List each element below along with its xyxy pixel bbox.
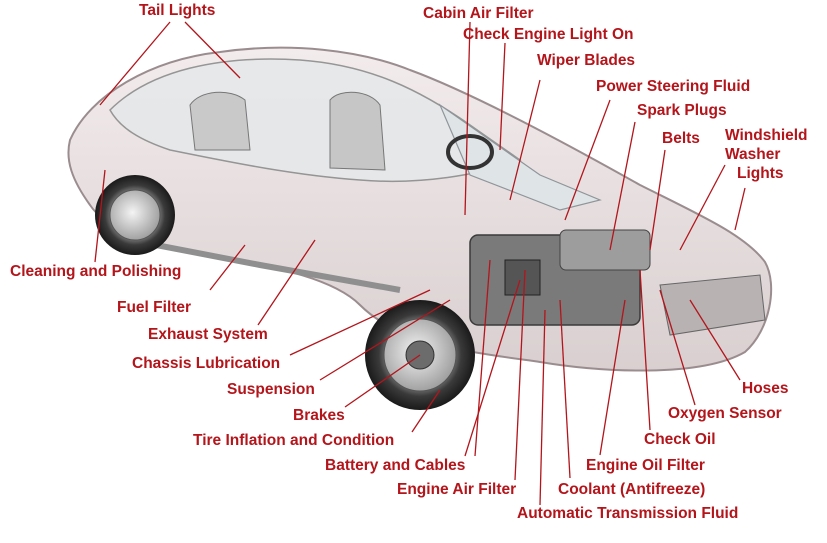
leader-tail-lights-1 bbox=[99, 21, 171, 106]
label-spark-plugs: Spark Plugs bbox=[637, 102, 727, 119]
leader-belts bbox=[649, 149, 666, 251]
leader-atf bbox=[539, 309, 546, 506]
label-cabin-air-filter: Cabin Air Filter bbox=[423, 5, 534, 22]
label-chassis-lubrication: Chassis Lubrication bbox=[132, 355, 281, 372]
label-coolant: Coolant (Antifreeze) bbox=[558, 481, 706, 498]
label-brakes: Brakes bbox=[293, 407, 345, 424]
label-engine-air-filter: Engine Air Filter bbox=[397, 481, 517, 498]
leader-check-engine bbox=[499, 42, 506, 151]
label-suspension: Suspension bbox=[227, 381, 315, 398]
label-power-steering-fluid: Power Steering Fluid bbox=[596, 78, 751, 95]
leader-hoses bbox=[689, 299, 741, 381]
label-exhaust-system: Exhaust System bbox=[148, 326, 268, 343]
leader-battery-1 bbox=[464, 279, 521, 457]
leader-oil-filter bbox=[599, 299, 626, 456]
leader-tail-lights-2 bbox=[184, 21, 241, 79]
label-fuel-filter: Fuel Filter bbox=[117, 299, 192, 316]
leader-brakes bbox=[344, 354, 421, 408]
label-belts: Belts bbox=[662, 130, 700, 147]
leader-exhaust bbox=[257, 239, 316, 326]
leader-suspension bbox=[319, 299, 451, 381]
label-tire-inflation: Tire Inflation and Condition bbox=[193, 432, 395, 449]
label-washer: Washer bbox=[725, 146, 781, 163]
exhaust-pipe bbox=[129, 237, 401, 293]
label-engine-oil-filter: Engine Oil Filter bbox=[586, 457, 705, 474]
leader-check-oil bbox=[639, 269, 651, 431]
label-battery-cables: Battery and Cables bbox=[325, 457, 466, 474]
leader-cleaning bbox=[94, 169, 106, 263]
rear-rim bbox=[109, 189, 161, 241]
leader-oxygen-sensor bbox=[659, 289, 696, 406]
leader-battery-2 bbox=[474, 259, 491, 457]
label-check-oil: Check Oil bbox=[644, 431, 716, 448]
label-hoses: Hoses bbox=[742, 380, 789, 397]
leader-chassis bbox=[289, 289, 431, 356]
label-cleaning-polishing: Cleaning and Polishing bbox=[10, 263, 182, 280]
steering-wheel bbox=[446, 134, 494, 170]
front-grille bbox=[659, 274, 766, 336]
leader-power-steering bbox=[564, 99, 611, 221]
battery bbox=[504, 259, 541, 296]
leader-coolant bbox=[559, 299, 571, 479]
label-windshield: Windshield bbox=[725, 127, 808, 144]
rear-seat bbox=[189, 91, 251, 151]
leader-tire bbox=[411, 389, 441, 433]
engine-cover bbox=[559, 229, 651, 271]
label-lights: Lights bbox=[737, 165, 784, 182]
windshield bbox=[438, 103, 602, 211]
label-oxygen-sensor: Oxygen Sensor bbox=[668, 405, 782, 422]
leader-fuel-filter bbox=[209, 244, 246, 291]
label-check-engine-light: Check Engine Light On bbox=[463, 26, 634, 43]
label-automatic-transmission-fluid: Automatic Transmission Fluid bbox=[517, 505, 739, 522]
leader-air-filter bbox=[514, 269, 526, 481]
label-tail-lights: Tail Lights bbox=[139, 2, 216, 19]
leader-lights bbox=[734, 187, 746, 231]
leader-lines bbox=[94, 21, 746, 506]
leader-wiper-blades bbox=[509, 79, 541, 201]
leader-spark-plugs bbox=[609, 121, 636, 251]
leader-washer bbox=[679, 164, 726, 251]
leader-cabin-air-filter bbox=[464, 21, 471, 216]
label-wiper-blades: Wiper Blades bbox=[537, 52, 636, 69]
front-seat bbox=[329, 91, 386, 171]
